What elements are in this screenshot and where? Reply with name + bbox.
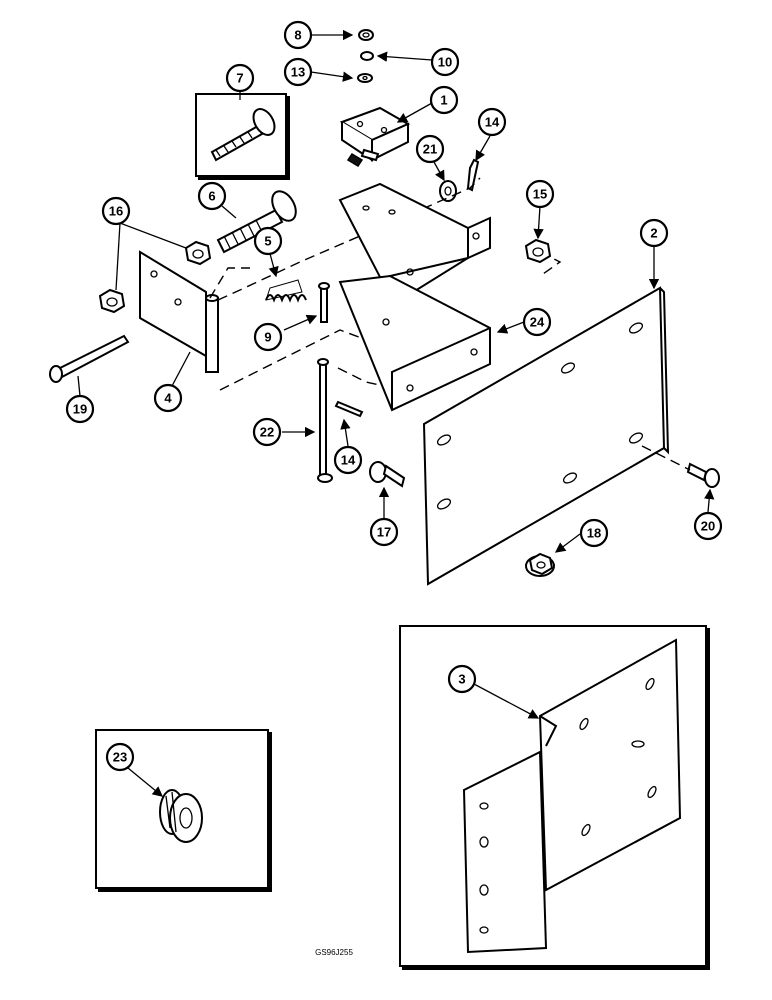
callout-label: 9 — [264, 330, 271, 345]
callout-23: 23 — [105, 742, 135, 772]
washer-icon — [439, 180, 457, 202]
hex-screw-icon — [369, 461, 406, 488]
callout-label: 3 — [458, 672, 465, 687]
flange-nut-icon — [525, 552, 555, 577]
callout-7: 7 — [225, 63, 255, 93]
callout-4: 4 — [153, 383, 183, 413]
callout-label: 19 — [73, 402, 87, 417]
callout-label: 15 — [533, 187, 547, 202]
callout-14: 14 — [477, 107, 507, 137]
callout-2: 2 — [639, 218, 669, 248]
callout-label: 24 — [530, 315, 545, 330]
assembly-line — [219, 329, 385, 391]
assembly-line — [641, 445, 691, 471]
callout-5: 5 — [253, 226, 283, 256]
callout-14: 14 — [333, 445, 363, 475]
callout-label: 1 — [440, 93, 447, 108]
callout-label: 23 — [113, 750, 127, 765]
callout-label: 2 — [650, 226, 657, 241]
callout-22: 22 — [252, 417, 282, 447]
clevis-pin-icon — [49, 334, 130, 383]
callout-label: 22 — [260, 425, 274, 440]
screw-icon — [686, 462, 720, 488]
assembly-line — [217, 177, 481, 301]
callout-label: 10 — [438, 55, 452, 70]
cotter-pin-icon — [334, 400, 364, 418]
callout-10: 10 — [430, 47, 460, 77]
callout-17: 17 — [369, 517, 399, 547]
callout-24: 24 — [522, 307, 552, 337]
callout-18: 18 — [579, 518, 609, 548]
callout-9: 9 — [253, 322, 283, 352]
callout-20: 20 — [693, 511, 723, 541]
callout-label: 21 — [423, 142, 437, 157]
hex-nut-icon — [98, 288, 126, 314]
callout-3: 3 — [447, 664, 477, 694]
callout-8: 8 — [283, 20, 313, 50]
callout-label: 20 — [701, 519, 715, 534]
mounting-bracket-icon — [338, 182, 491, 412]
callout-label: 14 — [485, 115, 500, 130]
callout-16: 16 — [101, 196, 131, 226]
inset-box-part-3 — [399, 625, 710, 970]
bolt-icon — [216, 190, 297, 254]
nut-icon — [358, 29, 374, 41]
callout-label: 6 — [208, 189, 215, 204]
callout-label: 14 — [341, 453, 356, 468]
inset-box-part-7 — [195, 93, 290, 180]
callout-label: 17 — [377, 525, 391, 540]
flange-nut-icon — [524, 238, 552, 264]
callout-label: 18 — [587, 526, 601, 541]
callout-1: 1 — [429, 85, 459, 115]
grommet-icon — [159, 789, 203, 843]
callout-label: 13 — [291, 65, 305, 80]
callout-13: 13 — [283, 57, 313, 87]
spring-icon — [265, 279, 307, 303]
flat-washer-icon — [357, 73, 373, 83]
screw-icon — [318, 282, 330, 323]
cotter-pin-icon — [466, 158, 480, 192]
callout-19: 19 — [65, 394, 95, 424]
hinge-plate-icon — [139, 250, 219, 373]
callout-label: 5 — [264, 234, 271, 249]
assembly-line — [209, 267, 250, 299]
carriage-bolt-icon — [210, 108, 276, 162]
long-bolt-icon — [317, 358, 333, 483]
offset-bracket-icon — [462, 638, 682, 954]
callout-label: 7 — [236, 71, 243, 86]
callout-15: 15 — [525, 179, 555, 209]
mounting-plate-icon — [422, 286, 670, 586]
callout-label: 16 — [109, 204, 123, 219]
leader-lines — [77, 29, 715, 797]
switch-icon — [339, 106, 411, 168]
lock-washer-icon — [360, 51, 374, 61]
hex-nut-icon — [184, 240, 212, 266]
callout-21: 21 — [415, 134, 445, 164]
inset-box-part-23 — [95, 729, 272, 892]
callout-label: 8 — [294, 28, 301, 43]
callout-6: 6 — [197, 181, 227, 211]
figure-id: GS96J255 — [315, 948, 353, 957]
callout-label: 4 — [164, 391, 172, 406]
